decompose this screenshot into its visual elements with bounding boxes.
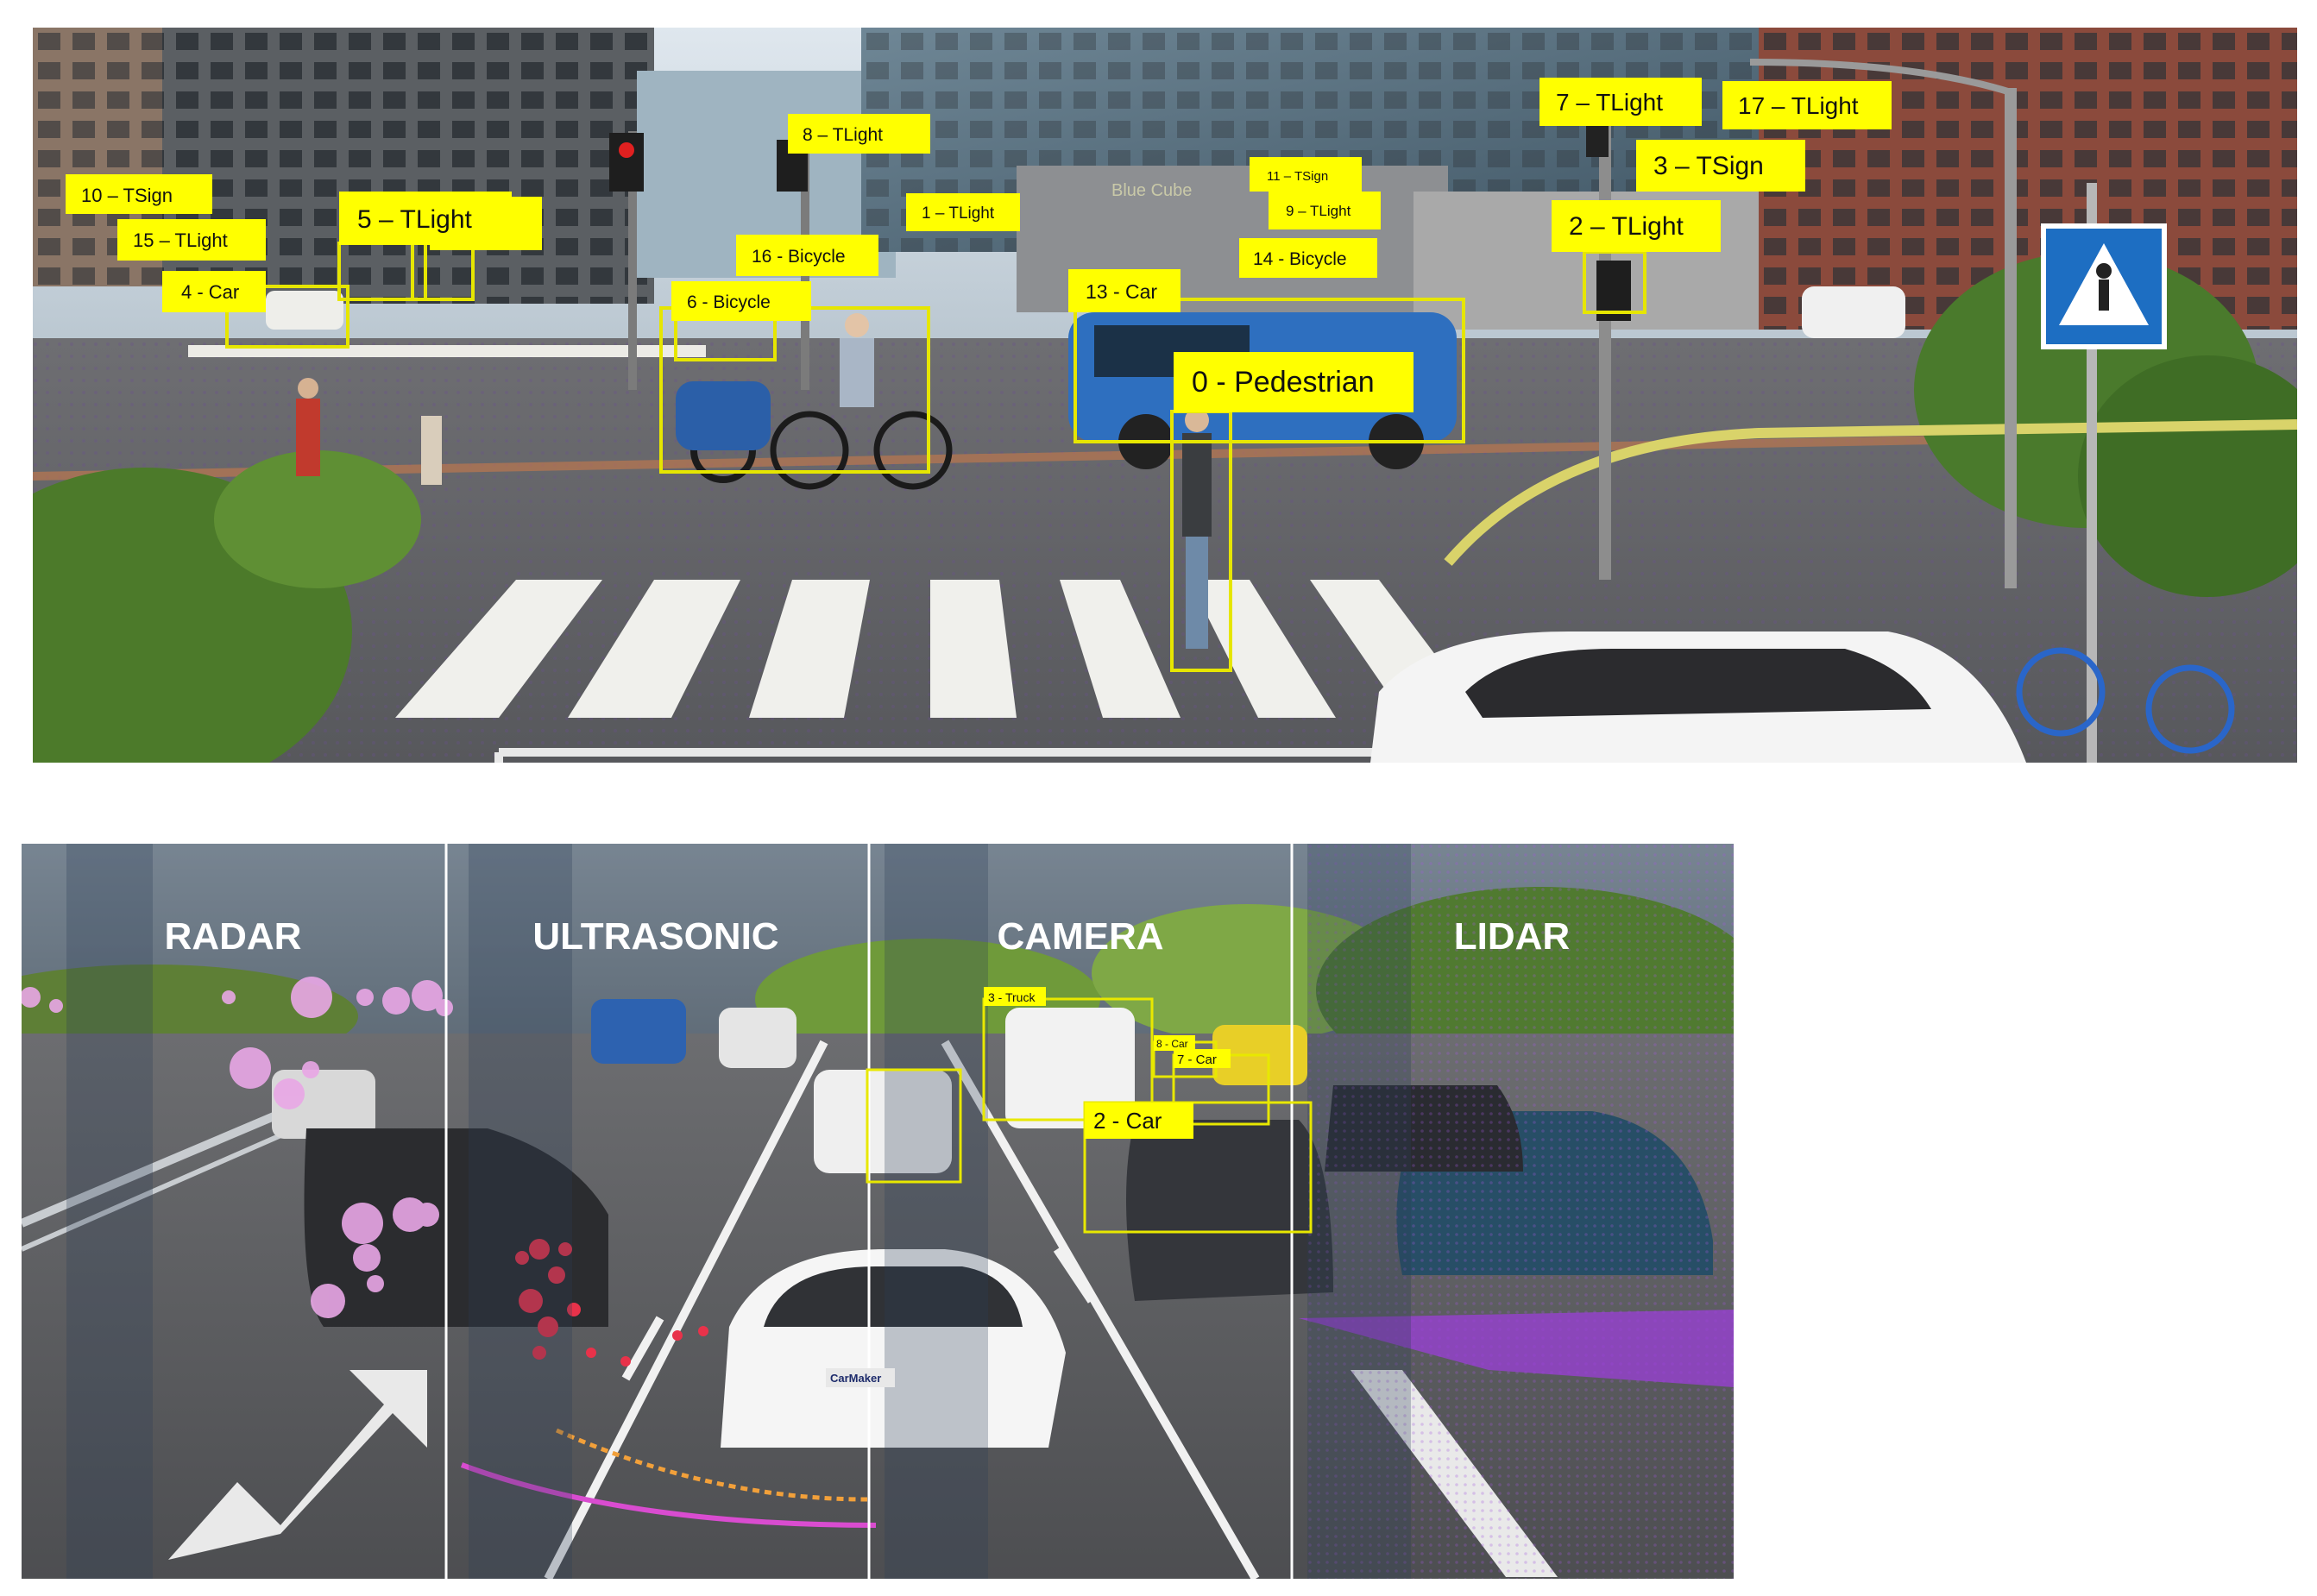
sensor-title-ultrasonic: ULTRASONIC <box>532 915 778 958</box>
crosswalk-near <box>395 580 1483 718</box>
right-parked-car <box>1802 286 1905 338</box>
label-10-tsign: 10 – TSign <box>66 174 212 214</box>
label-0-pedestrian: 0 - Pedestrian <box>1174 352 1413 412</box>
sensor-scene: 3 - Truck 8 - Car 7 - Car 2 - Car CarMak… <box>22 844 1734 1579</box>
svg-text:2 – TLight: 2 – TLight <box>1569 212 1684 241</box>
label-2-tlight: 2 – TLight <box>1552 200 1721 252</box>
label-1-tlight: 1 – TLight <box>906 193 1020 231</box>
label-17-tlight: 17 – TLight <box>1722 81 1892 129</box>
label-4-car: 4 - Car <box>162 271 266 312</box>
sensor-titles: RADAR ULTRASONIC CAMERA LIDAR <box>165 915 1571 958</box>
pedestrians <box>296 378 1212 649</box>
svg-text:9 – TLight: 9 – TLight <box>1286 203 1351 219</box>
svg-text:8 - Car: 8 - Car <box>1156 1038 1188 1050</box>
label-13-car: 13 - Car <box>1068 269 1181 312</box>
svg-text:5 – TLight: 5 – TLight <box>357 205 473 234</box>
cyclist-with-trailer <box>676 313 953 490</box>
svg-text:17 – TLight: 17 – TLight <box>1738 92 1859 119</box>
label-11-tsign: 11 – TSign <box>1250 157 1362 192</box>
label-2-car: 2 - Car <box>1085 1103 1193 1139</box>
car-4-shape <box>266 291 343 330</box>
pedestrian-crossing-sign <box>2041 223 2167 349</box>
label-3-truck: 3 - Truck <box>984 987 1046 1006</box>
sensor-title-radar: RADAR <box>165 915 302 958</box>
svg-text:2 - Car: 2 - Car <box>1093 1108 1162 1134</box>
svg-text:11 – TSign: 11 – TSign <box>1267 169 1328 184</box>
label-8-car: 8 - Car <box>1154 1035 1195 1051</box>
svg-text:4 - Car: 4 - Car <box>181 281 239 303</box>
svg-text:3 – TSign: 3 – TSign <box>1653 152 1764 180</box>
sensor-comparison-image: 3 - Truck 8 - Car 7 - Car 2 - Car CarMak… <box>22 844 1734 1579</box>
svg-text:14 - Bicycle: 14 - Bicycle <box>1253 249 1347 269</box>
label-8-tlight: 8 – TLight <box>788 114 930 154</box>
label-3-tsign: 3 – TSign <box>1636 140 1805 192</box>
camera-bounding-boxes <box>866 997 1313 1234</box>
sensor-title-lidar: LIDAR <box>1454 915 1570 958</box>
svg-text:3 - Truck: 3 - Truck <box>988 990 1036 1004</box>
sensor-dividers <box>444 844 1294 1579</box>
label-9-tlight: 9 – TLight <box>1269 192 1381 229</box>
label-15-tlight: 15 – TLight <box>117 219 266 261</box>
svg-text:1 – TLight: 1 – TLight <box>922 204 995 223</box>
lane-markings <box>544 1040 1260 1579</box>
license-plate: CarMaker <box>830 1372 881 1385</box>
sensor-title-camera: CAMERA <box>997 915 1163 958</box>
camera-labels: 3 - Truck 8 - Car 7 - Car 2 - Car <box>984 987 1231 1139</box>
turn-arrow-left <box>168 1370 427 1560</box>
svg-text:8 – TLight: 8 – TLight <box>803 125 883 145</box>
label-7-car: 7 - Car <box>1174 1049 1231 1068</box>
svg-text:16 - Bicycle: 16 - Bicycle <box>752 247 846 267</box>
object-labels: 10 – TSign 15 – TLight 4 - Car nt 5 – TL… <box>66 78 1892 412</box>
svg-text:7 - Car: 7 - Car <box>1177 1052 1217 1067</box>
svg-text:10 – TSign: 10 – TSign <box>81 185 173 206</box>
building-sign: Blue Cube <box>1111 181 1192 200</box>
svg-text:6 - Bicycle: 6 - Bicycle <box>687 292 771 312</box>
label-5-tlight: 5 – TLight <box>339 192 512 245</box>
svg-text:0 - Pedestrian: 0 - Pedestrian <box>1192 366 1375 399</box>
white-sports-car <box>1370 631 2026 763</box>
radar-returns <box>22 977 453 1318</box>
svg-text:13 - Car: 13 - Car <box>1086 280 1157 303</box>
right-bicycle <box>2016 647 2235 754</box>
svg-text:15 – TLight: 15 – TLight <box>133 229 228 251</box>
annotated-intersection-image: Blue Cube <box>33 28 2297 763</box>
label-14-bicycle: 14 - Bicycle <box>1239 238 1377 278</box>
ultrasonic-returns <box>515 1239 708 1367</box>
intersection-scene: Blue Cube <box>33 28 2297 763</box>
label-7-tlight: 7 – TLight <box>1539 78 1702 126</box>
label-6-bicycle: 6 - Bicycle <box>671 281 811 321</box>
lidar-ground-returns <box>1299 1310 1734 1387</box>
label-16-bicycle: 16 - Bicycle <box>736 235 878 276</box>
svg-text:7 – TLight: 7 – TLight <box>1556 89 1663 116</box>
